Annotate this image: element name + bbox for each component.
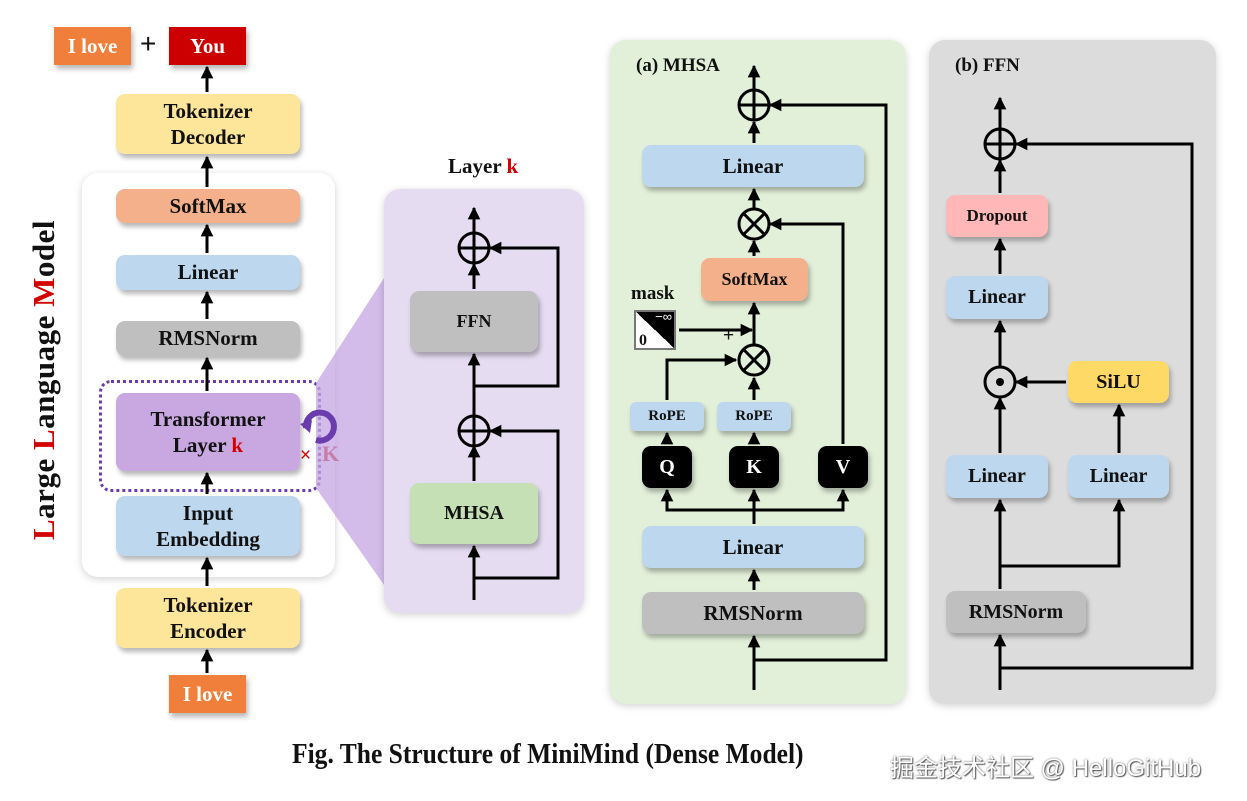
ffn-block[interactable]: FFN [410, 291, 538, 352]
linear-block: Linear [116, 255, 300, 290]
v-block: V [818, 446, 868, 488]
label-rest-1: arge [26, 450, 61, 519]
repeat-times-sign: × [300, 445, 312, 466]
mask-plus: + [723, 325, 735, 346]
mask-neg-inf: −∞ [655, 309, 672, 324]
output-token-prefix: I love [54, 27, 131, 65]
watermark: 掘金技术社区 @ HelloGitHub [890, 755, 1202, 782]
mhsa-softmax: SoftMax [701, 258, 808, 301]
plus-sign: + [140, 28, 157, 59]
ffn-linear-right: Linear [1068, 455, 1169, 498]
label-rest-3: odel [26, 219, 61, 278]
ffn-linear-left: Linear [946, 455, 1048, 498]
mask-icon: −∞ 0 [634, 309, 676, 350]
rope-k: RoPE [717, 402, 791, 431]
transformer-layer-block[interactable]: Transformer Layer k [116, 393, 300, 471]
mhsa-panel-title: (a) MHSA [636, 55, 720, 76]
layer-title: Layer k [448, 154, 518, 179]
k-block: K [729, 446, 779, 488]
ffn-panel-title: (b) FFN [955, 55, 1020, 76]
layer-title-k: k [506, 154, 519, 178]
mhsa-block[interactable]: MHSA [410, 483, 538, 544]
label-initial-m: M [26, 277, 61, 307]
rope-q: RoPE [630, 402, 704, 431]
label-initial-l1: L [26, 518, 61, 540]
tokenizer-decoder-block: Tokenizer Decoder [116, 94, 300, 154]
input-embedding-block: Input Embedding [116, 496, 300, 556]
mhsa-rmsnorm: RMSNorm [642, 592, 864, 634]
ffn-dropout: Dropout [946, 195, 1048, 237]
mhsa-linear-in: Linear [642, 526, 864, 568]
layer-index-k: k [231, 433, 244, 457]
label-rest-2: anguage [26, 306, 61, 429]
repeat-count-K: K [322, 441, 340, 466]
layer-word: Layer [172, 433, 232, 457]
rmsnorm-block: RMSNorm [116, 321, 300, 356]
mhsa-linear-out: Linear [642, 145, 864, 187]
softmax-block: SoftMax [116, 189, 300, 223]
layer-title-word: Layer [448, 154, 507, 178]
transformer-label: Transformer [150, 406, 266, 431]
layer-panel [384, 189, 584, 613]
tokenizer-encoder-block: Tokenizer Encoder [116, 588, 300, 648]
ffn-linear-out: Linear [946, 276, 1048, 319]
figure-caption: Fig. The Structure of MiniMind (Dense Mo… [292, 738, 804, 770]
ffn-rmsnorm: RMSNorm [946, 591, 1086, 633]
llm-vertical-label: Large Language Model [26, 220, 62, 540]
label-initial-l2: L [26, 428, 61, 451]
mask-zero: 0 [639, 332, 647, 349]
output-token-generated: You [169, 27, 246, 65]
input-token: I love [169, 675, 246, 713]
q-block: Q [642, 446, 692, 488]
mask-label: mask [631, 283, 675, 304]
ffn-silu: SiLU [1068, 361, 1169, 403]
transformer-layer-label: Layer k [173, 432, 243, 458]
